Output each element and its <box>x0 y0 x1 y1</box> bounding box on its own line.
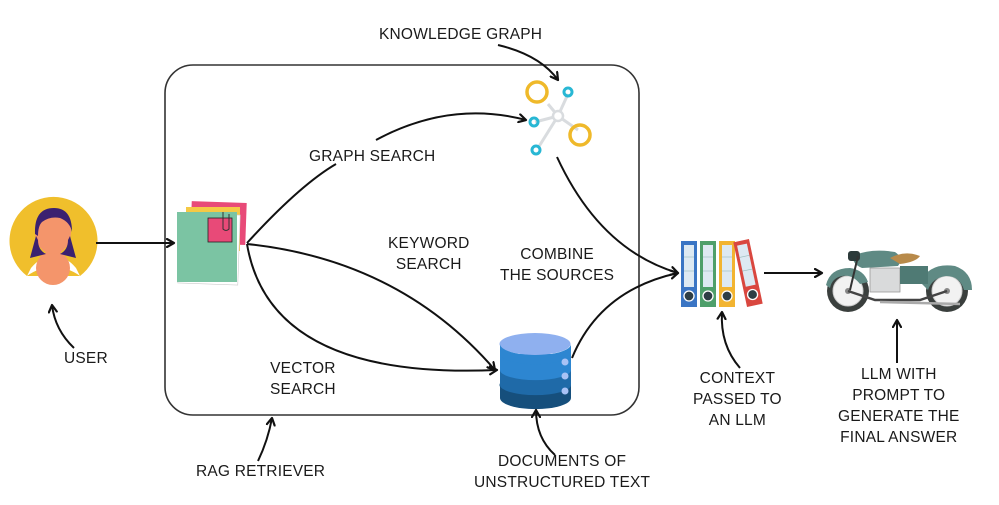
binders-icon <box>681 239 763 307</box>
context-line-3: AN LLM <box>708 412 766 429</box>
edge-user-label <box>52 305 75 349</box>
edge-kg-to-context <box>556 156 678 273</box>
llm-line-1: LLM WITH <box>860 366 937 383</box>
database-icon <box>499 333 571 410</box>
edge-kg-label <box>497 44 558 80</box>
motorcycle-icon <box>826 250 972 312</box>
vector-search-line-2: SEARCH <box>270 381 336 398</box>
combine-line-2: THE SOURCES <box>500 267 615 284</box>
keyword-search-line-2: SEARCH <box>395 256 462 273</box>
vector-search-line-1: VECTOR <box>270 360 336 377</box>
sticky-notes-folder-icon <box>177 201 247 286</box>
edge-context-label <box>722 312 741 369</box>
context-label: CONTEXT PASSED TO AN LLM <box>693 368 782 431</box>
edge-vector-search <box>246 243 497 371</box>
user-avatar-icon <box>9 196 98 285</box>
vector-search-label: VECTOR SEARCH <box>270 358 336 400</box>
edge-rag-label <box>257 418 272 462</box>
graph-search-label: GRAPH SEARCH <box>309 148 436 165</box>
knowledge-graph-label: KNOWLEDGE GRAPH <box>379 26 543 43</box>
keyword-search-label: KEYWORD SEARCH <box>388 233 470 275</box>
documents-line-1: DOCUMENTS OF <box>498 453 627 470</box>
llm-line-3: GENERATE THE <box>838 408 960 425</box>
user-label: USER <box>64 350 108 367</box>
documents-label: DOCUMENTS OF UNSTRUCTURED TEXT <box>474 451 650 493</box>
context-line-2: PASSED TO <box>693 391 782 408</box>
llm-line-4: FINAL ANSWER <box>840 429 958 446</box>
edge-keyword-search <box>246 243 495 370</box>
edge-graph-search <box>246 113 526 244</box>
combine-line-1: COMBINE <box>520 246 594 263</box>
rag-retriever-label: RAG RETRIEVER <box>196 463 326 480</box>
llm-line-2: PROMPT TO <box>852 387 946 404</box>
knowledge-graph-icon <box>525 80 592 156</box>
keyword-search-line-1: KEYWORD <box>388 235 470 252</box>
combine-sources-label: COMBINE THE SOURCES <box>500 244 614 286</box>
context-line-1: CONTEXT <box>699 370 776 387</box>
documents-line-2: UNSTRUCTURED TEXT <box>474 474 651 491</box>
llm-label: LLM WITH PROMPT TO GENERATE THE FINAL AN… <box>838 364 960 448</box>
rag-retriever-box <box>164 64 640 416</box>
edge-docs-label <box>536 410 556 456</box>
edge-db-to-context <box>571 273 678 359</box>
